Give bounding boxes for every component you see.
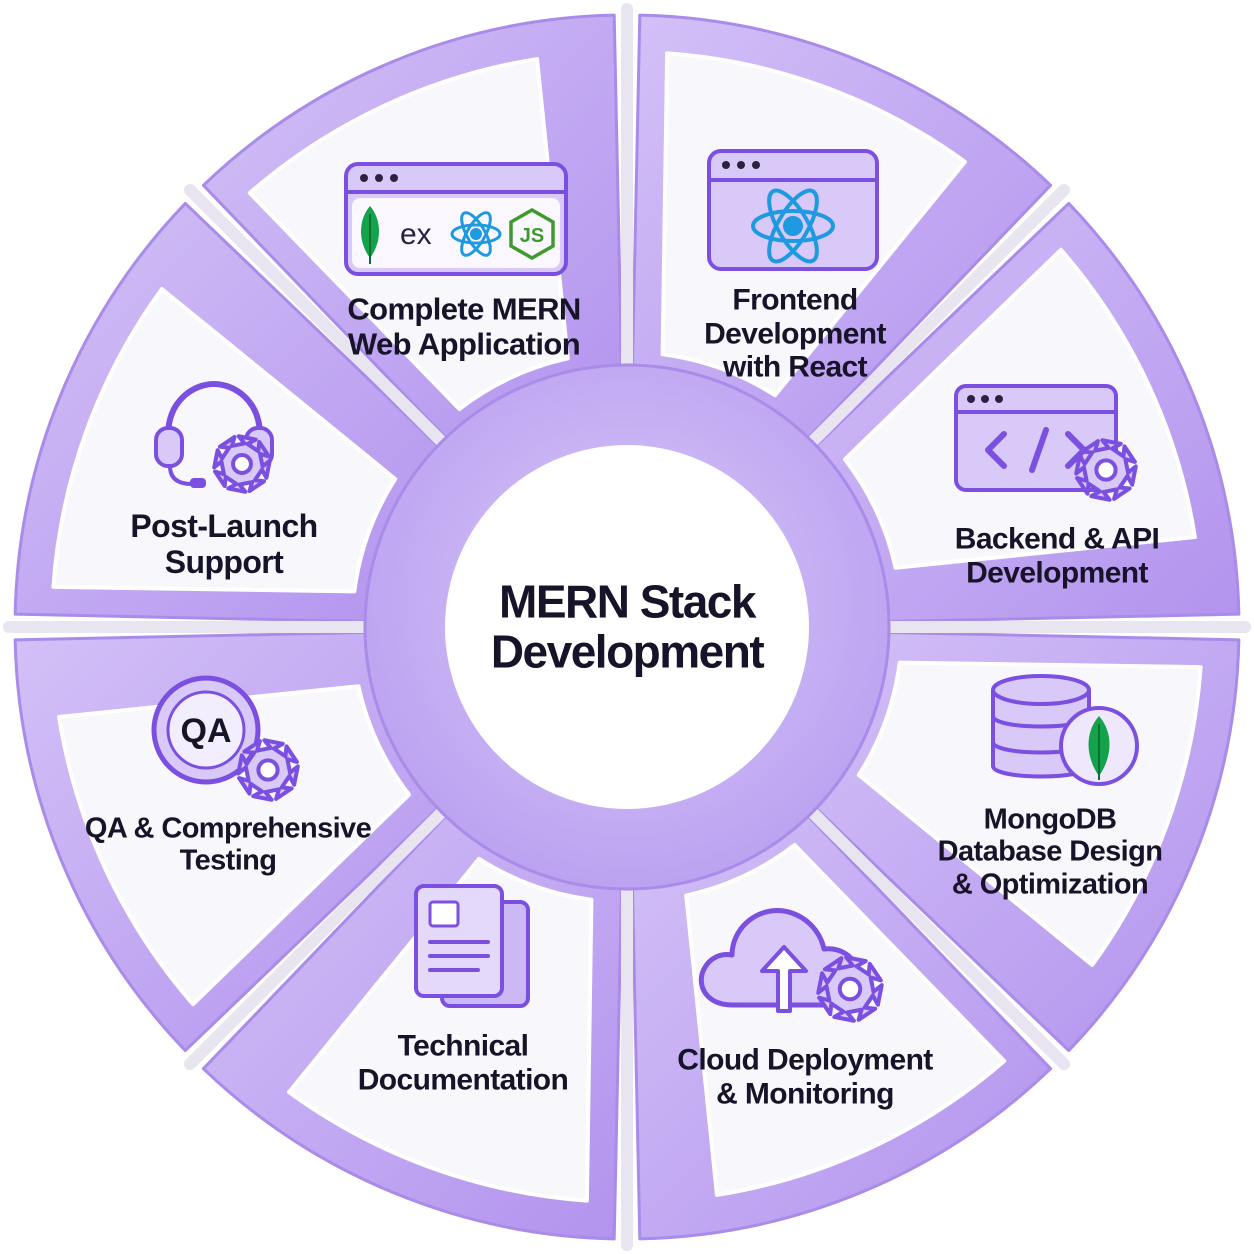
segment-label-frontend: Frontend Development with React [704,283,886,384]
database-with-mongodb-leaf-icon [985,668,1145,788]
segment-label-mongodb: MongoDB Database Design & Optimization [937,803,1163,901]
browser-window-with-mern-logos-icon: ex JS [340,158,572,280]
segment-label-docs: Technical Documentation [357,1029,569,1096]
card-qa [51,287,398,594]
hub-center [445,445,809,809]
nodejs-logo-icon: JS [509,207,555,261]
headset-with-gear-icon [150,378,280,496]
segment-label-backend: Backend & API Development [954,522,1160,589]
spoke-divider [769,769,1070,1070]
cloud-upload-with-gear-icon [692,893,892,1027]
spoke-divider [184,184,485,485]
qa-badge-with-gear-icon: QA [144,674,304,804]
segment-label-cloud: Cloud Deployment & Monitoring [677,1043,933,1110]
qa-text: QA [181,712,232,750]
center-title: MERN Stack Development [490,575,765,677]
center-title-line2: Development [490,625,765,677]
spoke-divider [184,769,485,1070]
card-docs [57,684,412,1007]
segment-label-complete-mern: Complete MERN Web Application [347,291,581,361]
center-title-line1: MERN Stack [499,575,756,628]
segment-label-support: Post-Launch Support [130,508,318,580]
browser-window-with-code-and-gear-icon [952,382,1147,510]
express-logo-text: ex [400,218,432,251]
svg-text:JS: JS [520,225,544,247]
stacked-documents-icon [410,882,535,1012]
segment-label-qa: QA & Comprehensive Testing [84,812,372,877]
browser-window-with-react-icon [704,146,882,274]
spoke-divider [769,184,1070,485]
react-logo-icon [450,211,502,257]
